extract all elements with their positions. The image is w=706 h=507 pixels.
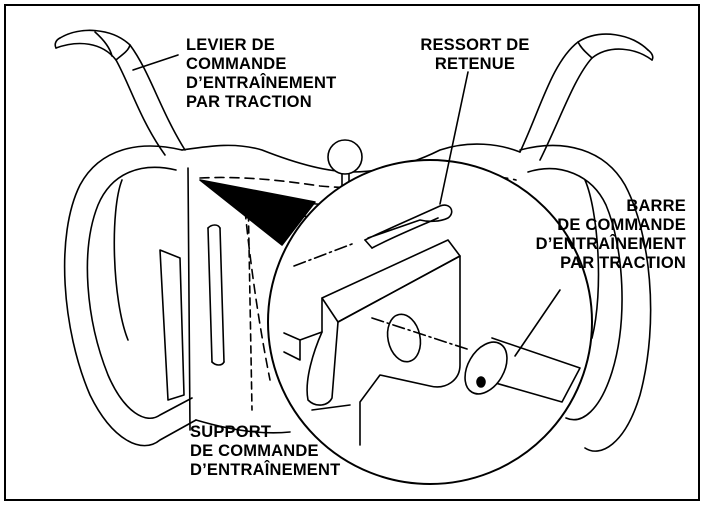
left-handle-loop [65,146,196,446]
left-drive-lever [55,30,185,155]
leader-drive-lever [133,55,178,70]
label-drive-lever: LEVIER DE COMMANDE D’ENTRAÎNEMENT PAR TR… [186,36,336,112]
label-retaining-spring: RESSORT DE RETENUE [395,36,555,74]
label-drive-bracket: SUPPORT DE COMMANDE D’ENTRAÎNEMENT [190,423,340,480]
label-drive-bar: BARRE DE COMMANDE D’ENTRAÎNEMENT PAR TRA… [480,197,686,273]
